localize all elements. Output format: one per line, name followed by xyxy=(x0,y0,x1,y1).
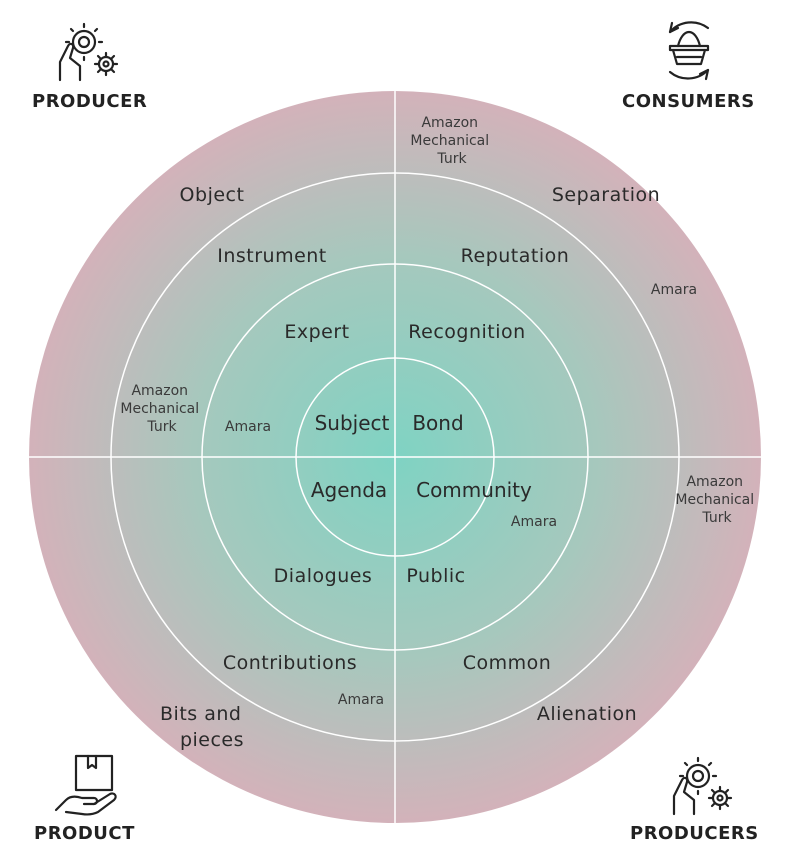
amt-left-line-1: Amazon xyxy=(131,383,188,399)
second-bottom-right-label: Public xyxy=(406,565,465,587)
amara-center-right-annotation: Amara xyxy=(511,514,557,530)
amara-top-right-annotation: Amara xyxy=(651,282,697,298)
hand-gear-icon xyxy=(672,756,733,816)
second-top-left-label: Expert xyxy=(284,321,349,343)
third-top-left-label: Instrument xyxy=(217,245,327,267)
amt-right-line-1: Amazon xyxy=(686,474,743,490)
amt-top-line-3: Turk xyxy=(436,151,467,167)
outer-bottom-right-label: Alienation xyxy=(537,703,637,725)
outer-bottom-left-label: Bits and pieces xyxy=(160,703,248,751)
third-bottom-right-label: Common xyxy=(463,652,552,674)
amt-left-line-2: Mechanical xyxy=(120,401,199,417)
amara-bottom-annotation: Amara xyxy=(338,692,384,708)
amt-top-line-2: Mechanical xyxy=(410,133,489,149)
third-bottom-left-label: Contributions xyxy=(223,652,357,674)
amt-right-line-3: Turk xyxy=(701,510,732,526)
center-bottom-right-label: Community xyxy=(416,478,532,502)
outer-bottom-left-line-1: Bits and xyxy=(160,703,241,725)
third-top-right-label: Reputation xyxy=(461,245,570,267)
amt-right-annotation: Amazon Mechanical Turk xyxy=(675,474,758,526)
corner-label-producers: PRODUCERS xyxy=(630,823,759,844)
outer-top-left-label: Object xyxy=(180,184,245,206)
second-bottom-left-label: Dialogues xyxy=(274,565,373,587)
amt-left-line-3: Turk xyxy=(146,419,177,435)
center-top-right-label: Bond xyxy=(412,411,463,435)
amt-top-annotation: Amazon Mechanical Turk xyxy=(410,115,493,167)
outer-top-right-label: Separation xyxy=(552,184,660,206)
hand-box-icon xyxy=(54,754,117,816)
second-top-right-label: Recognition xyxy=(408,321,525,343)
amt-left-annotation: Amazon Mechanical Turk xyxy=(120,383,203,435)
amt-right-line-2: Mechanical xyxy=(675,492,754,508)
center-bottom-left-label: Agenda xyxy=(311,478,387,502)
corner-label-producer: PRODUCER xyxy=(32,91,148,112)
basket-cycle-icon xyxy=(668,21,710,81)
outer-bottom-left-line-2: pieces xyxy=(180,729,244,751)
corner-label-consumers: CONSUMERS xyxy=(622,91,755,112)
hand-gear-icon xyxy=(58,22,119,82)
amara-left-annotation: Amara xyxy=(225,419,271,435)
amt-top-line-1: Amazon xyxy=(421,115,478,131)
center-top-left-label: Subject xyxy=(315,411,390,435)
corner-label-product: PRODUCT xyxy=(34,823,135,844)
